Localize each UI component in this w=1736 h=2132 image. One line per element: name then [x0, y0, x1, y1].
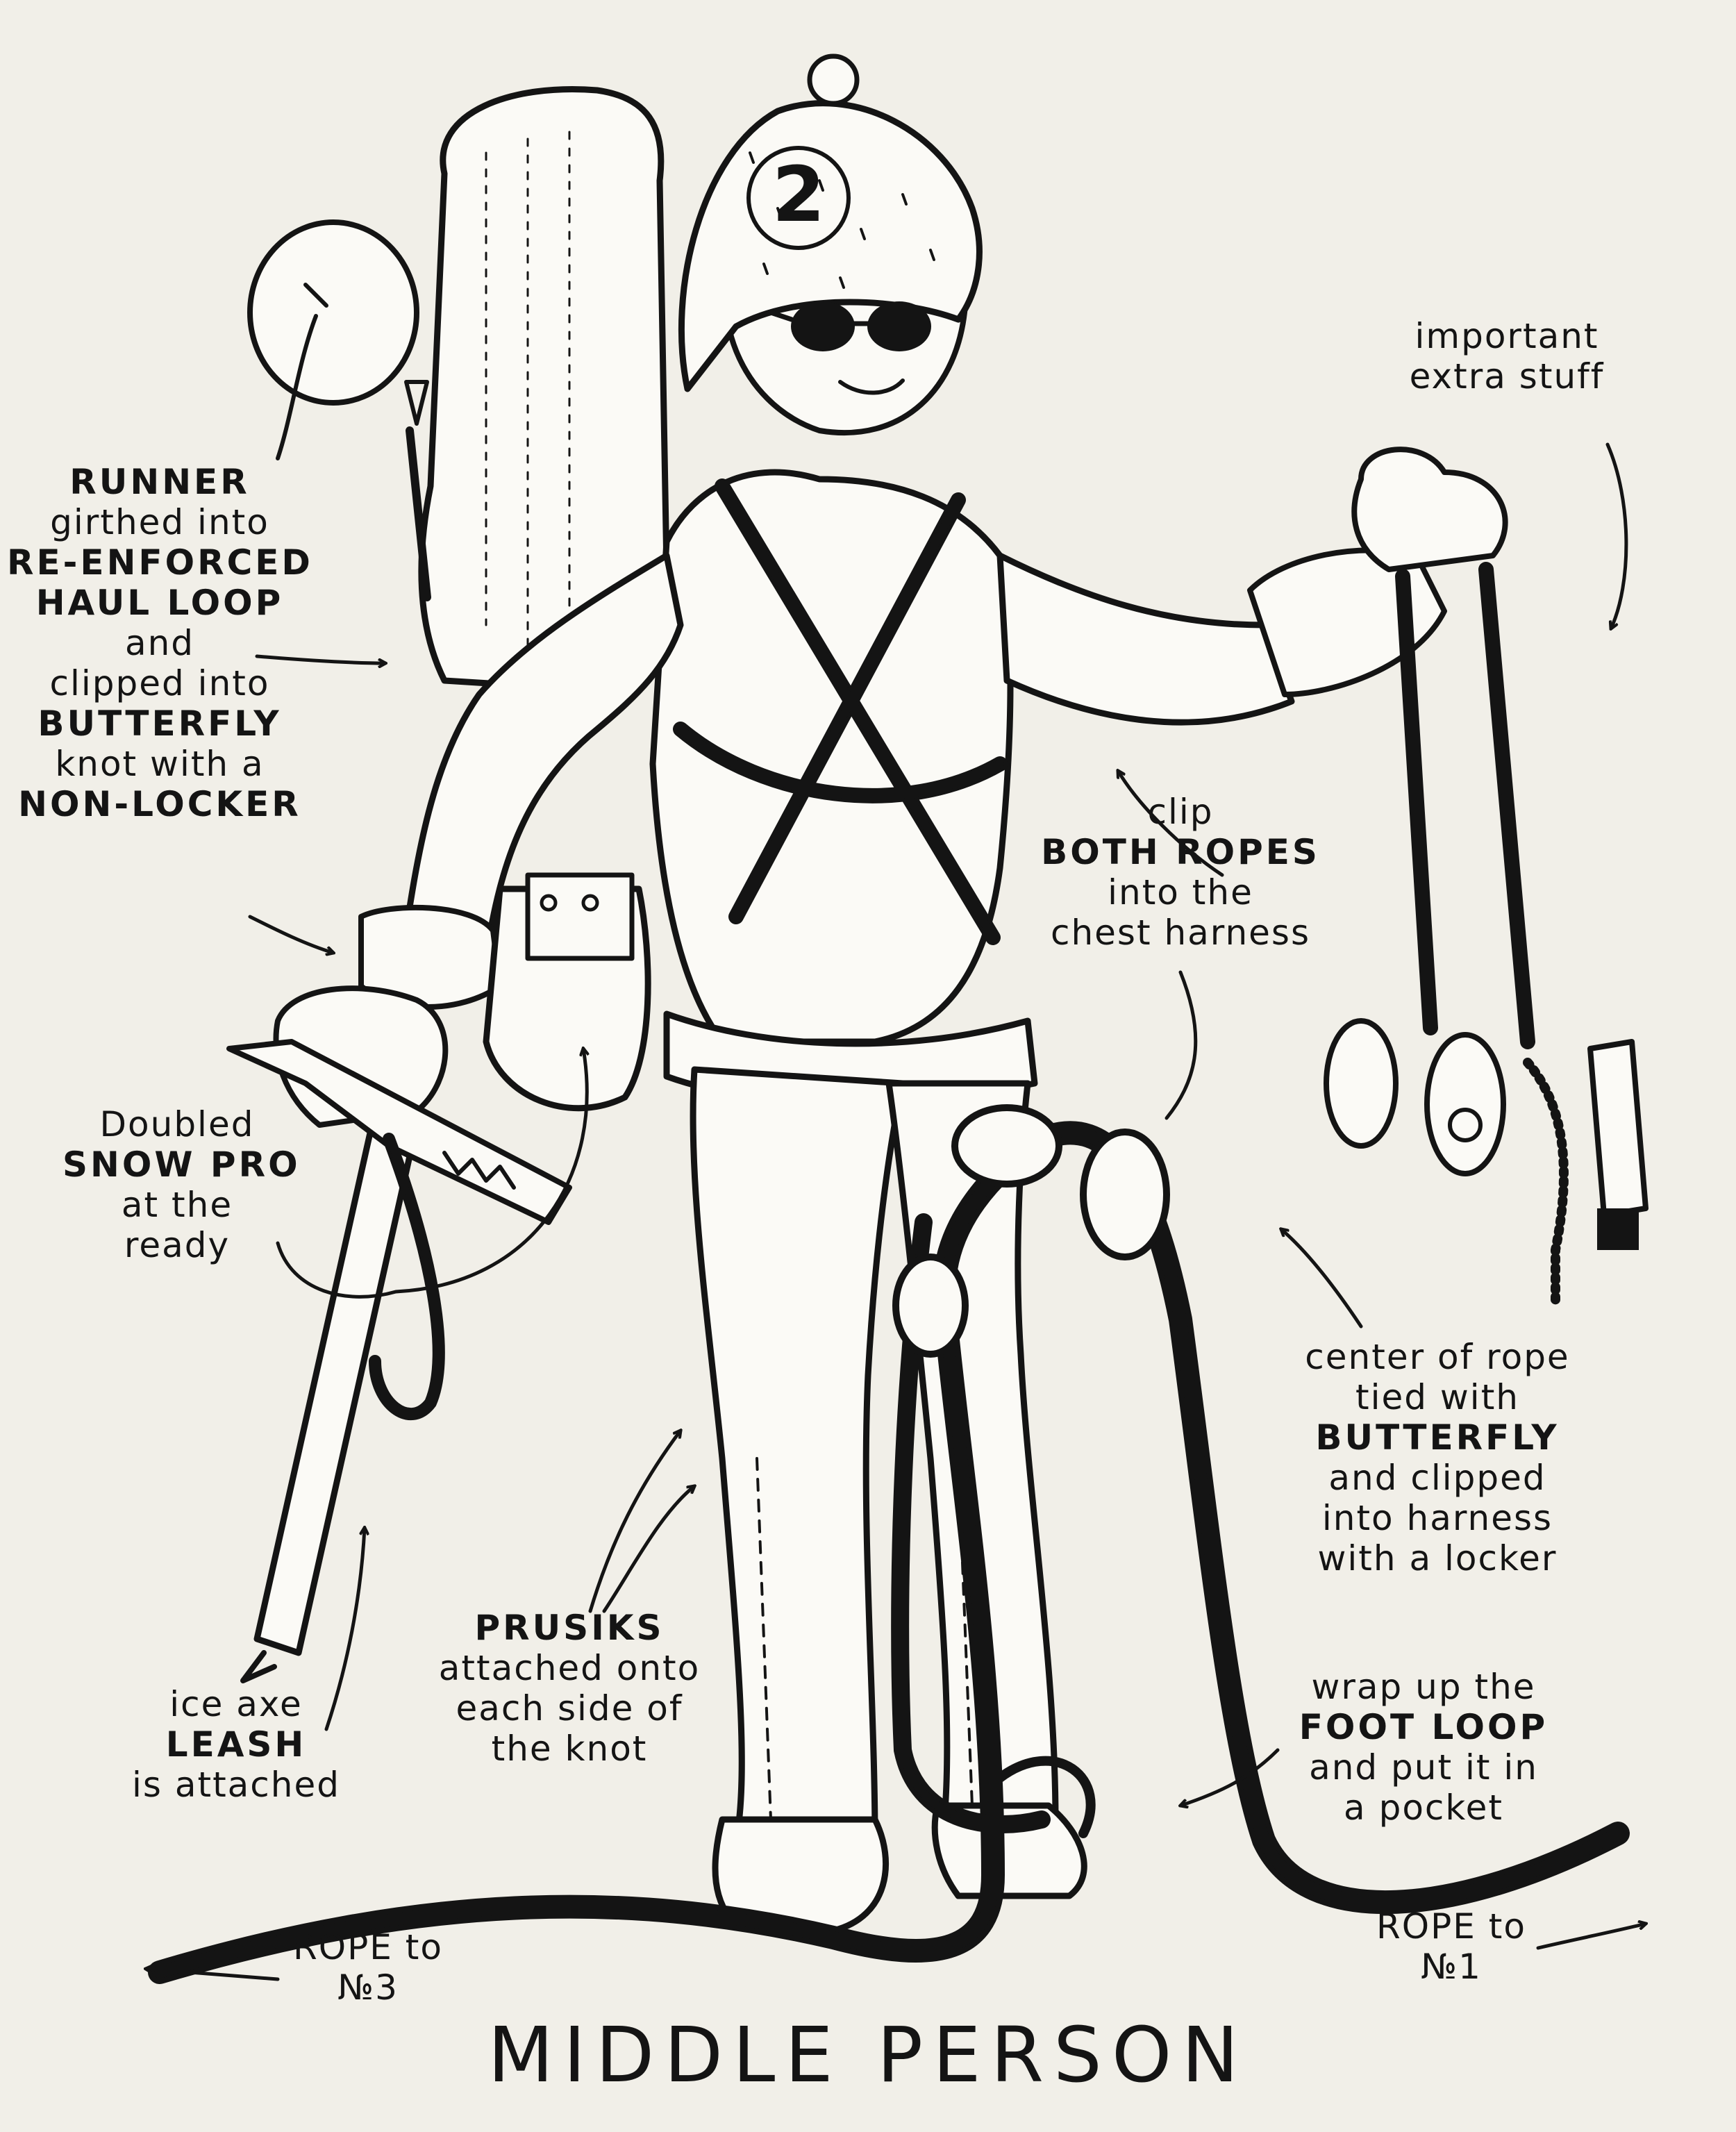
rope-to-3-line-2: №3	[337, 1967, 399, 2008]
runner-line-7: BUTTERFLY	[37, 703, 282, 744]
clip-ropes-line-1: clip	[1147, 792, 1214, 832]
clip-ropes-line-4: chest harness	[1050, 913, 1311, 953]
foot-loop-line-1: wrap up the	[1311, 1667, 1536, 1707]
center-rope-line-6: with a locker	[1317, 1538, 1558, 1579]
snow-pro-line-2: SNOW PRO	[62, 1144, 301, 1185]
rope	[148, 1104, 1630, 1984]
runner-line-1: RUNNER	[69, 462, 250, 502]
sunglasses	[768, 301, 931, 351]
snow-pro-annotation: Doubled SNOW PRO at the ready	[62, 1104, 301, 1265]
runner-line-9: NON-LOCKER	[18, 784, 301, 824]
page-title: MIDDLE PERSON	[487, 2010, 1249, 2099]
clip-ropes-annotation: clip BOTH ROPES into the chest harness	[1035, 792, 1326, 953]
annotation-arrows	[146, 442, 1646, 1981]
rope-to-3-annotation: ROPE to №3	[271, 1927, 465, 2008]
runner-line-6: clipped into	[49, 663, 270, 703]
prusiks-line-3: each side of	[456, 1688, 683, 1729]
ice-axe	[226, 1039, 572, 1683]
rope-to-3-line-1: ROPE to	[293, 1927, 443, 1967]
hat-number: 2	[772, 150, 826, 239]
prusiks-annotation: PRUSIKS attached onto each side of the k…	[403, 1608, 736, 1769]
center-rope-line-2: tied with	[1355, 1377, 1519, 1417]
runner-annotation: RUNNER girthed into RE-ENFORCED HAUL LOO…	[7, 462, 312, 824]
runner-line-2: girthed into	[50, 502, 269, 542]
extra-gear	[1324, 562, 1649, 1310]
clip-ropes-line-2: BOTH ROPES	[1041, 832, 1320, 872]
prusiks-line-2: attached onto	[438, 1648, 701, 1688]
foot-loop-line-4: a pocket	[1344, 1788, 1503, 1828]
center-rope-line-5: into harness	[1321, 1498, 1553, 1538]
extra-stuff-line-2: extra stuff	[1409, 356, 1605, 397]
prusiks-line-1: PRUSIKS	[474, 1608, 665, 1648]
extra-stuff-annotation: important extra stuff	[1361, 316, 1653, 397]
rope-to-1-line-1: ROPE to	[1376, 1906, 1526, 1947]
leash-line-3: is attached	[131, 1765, 340, 1805]
runner-line-8: knot with a	[55, 744, 265, 784]
rope-to-1-line-2: №1	[1421, 1947, 1482, 1987]
center-rope-line-3: BUTTERFLY	[1315, 1417, 1560, 1458]
runner-line-5: and	[124, 623, 195, 663]
runner-line-4: HAUL LOOP	[35, 583, 284, 623]
leash-line-1: ice axe	[169, 1684, 303, 1724]
runner-line-3: RE-ENFORCED	[7, 542, 313, 583]
center-rope-line-4: and clipped	[1328, 1458, 1546, 1498]
center-rope-annotation: center of rope tied with BUTTERFLY and c…	[1271, 1337, 1604, 1579]
snow-pro-line-1: Doubled	[99, 1104, 255, 1144]
snow-pro-line-4: ready	[124, 1225, 231, 1265]
foot-loop-line-2: FOOT LOOP	[1299, 1707, 1549, 1747]
foot-loop-line-3: and put it in	[1309, 1747, 1538, 1788]
prusiks-line-4: the knot	[491, 1729, 648, 1769]
extra-stuff-line-1: important	[1414, 316, 1599, 356]
snow-pro-line-3: at the	[121, 1185, 233, 1225]
rope-to-1-annotation: ROPE to №1	[1354, 1906, 1549, 1987]
clip-ropes-line-3: into the	[1108, 872, 1253, 913]
leash-line-2: LEASH	[165, 1724, 307, 1765]
leash-annotation: ice axe LEASH is attached	[90, 1684, 382, 1805]
center-rope-line-1: center of rope	[1305, 1337, 1570, 1377]
foot-loop-annotation: wrap up the FOOT LOOP and put it in a po…	[1264, 1667, 1583, 1828]
